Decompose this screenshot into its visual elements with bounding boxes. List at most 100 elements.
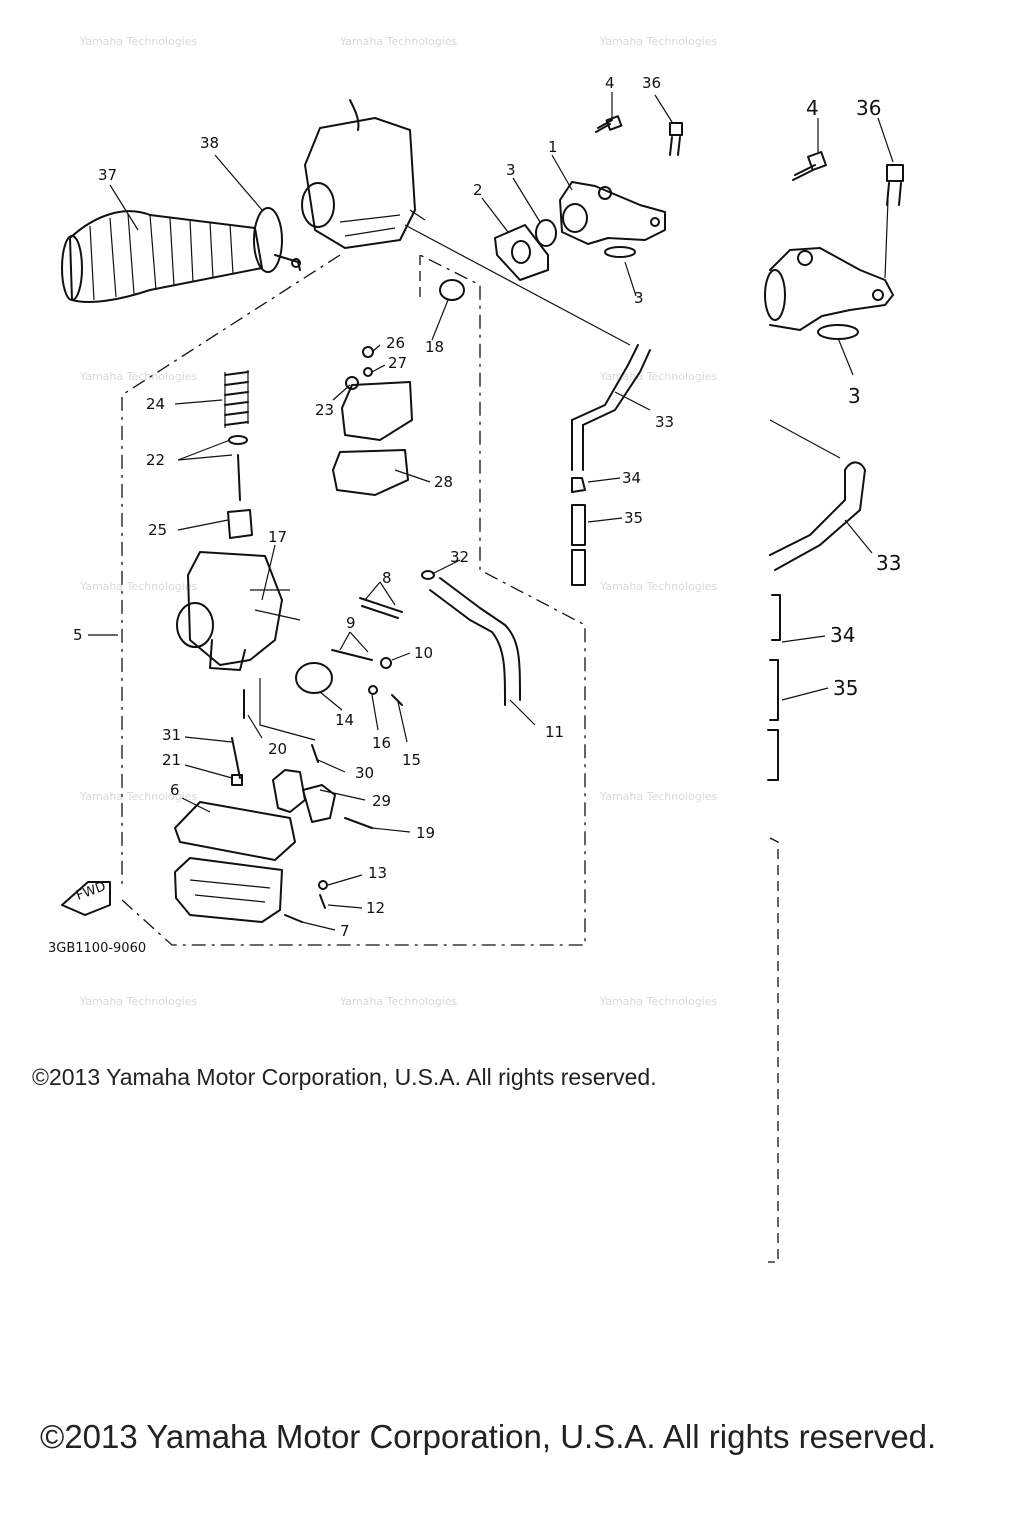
washer	[368, 685, 378, 695]
vent-hose	[439, 577, 521, 701]
intake-hose	[61, 210, 263, 303]
screw	[319, 894, 326, 909]
hose	[571, 549, 586, 586]
leader-line	[409, 209, 426, 221]
float	[272, 769, 336, 823]
watermark: Yamaha Technologies	[599, 370, 718, 383]
screw	[391, 694, 403, 706]
callout: 33	[876, 551, 901, 575]
watermark: Yamaha Technologies	[599, 35, 718, 48]
gasket	[494, 224, 549, 281]
callout: 35	[624, 509, 643, 527]
callout: 27	[388, 354, 407, 372]
callout: 35	[833, 676, 858, 700]
float-needle	[311, 744, 319, 763]
bolt	[595, 115, 623, 133]
callout: 13	[368, 864, 387, 882]
jet-needle	[237, 454, 241, 501]
watermark: Yamaha Technologies	[339, 995, 458, 1008]
watermark-group: Yamaha Technologies Yamaha Technologies …	[79, 35, 718, 1008]
callout: 25	[148, 521, 167, 539]
callout: 3	[848, 384, 861, 408]
fwd-arrow-icon: FWD	[61, 879, 111, 916]
washer	[318, 880, 328, 890]
callout: 7	[340, 922, 350, 940]
o-ring	[604, 246, 636, 258]
needle-jet	[231, 737, 241, 779]
callout: 15	[402, 751, 421, 769]
gasket-ring	[439, 279, 465, 301]
fwd-label: FWD	[74, 879, 108, 903]
callout-labels: 4 36 3 1 2 3 38 37 18 26 27 23 24 22 28 …	[73, 74, 674, 940]
copyright-notice: ©2013 Yamaha Motor Corporation, U.S.A. A…	[32, 1064, 657, 1090]
callout: 28	[434, 473, 453, 491]
callout: 29	[372, 792, 391, 810]
callout: 4	[605, 74, 615, 92]
drain-screw	[284, 914, 303, 923]
pilot-screw	[359, 597, 403, 619]
carburetor-body	[176, 551, 301, 671]
carb-housing	[301, 99, 416, 249]
callout: 3	[506, 161, 516, 179]
callout: 9	[346, 614, 356, 632]
callout: 30	[355, 764, 374, 782]
screw-head	[380, 657, 392, 669]
callout: 22	[146, 451, 165, 469]
spring	[224, 370, 249, 428]
float-bowl	[174, 857, 283, 923]
copyright-notice-large: ©2013 Yamaha Motor Corporation, U.S.A. A…	[40, 1418, 937, 1455]
breather-tube	[571, 419, 584, 471]
callout: 5	[73, 626, 83, 644]
detail-view: 4 36 3 33 34 35	[764, 96, 904, 1263]
callout: 34	[622, 469, 641, 487]
callout: 26	[386, 334, 405, 352]
callout: 23	[315, 401, 334, 419]
callout: 32	[450, 548, 469, 566]
callout: 3	[634, 289, 644, 307]
callout: 10	[414, 644, 433, 662]
callout: 6	[170, 781, 180, 799]
throttle-valve	[227, 509, 253, 539]
assembly-outline	[121, 254, 586, 946]
callout: 12	[366, 899, 385, 917]
callout: 20	[268, 740, 287, 758]
callout: 37	[98, 166, 117, 184]
hose	[571, 504, 586, 546]
breather-tube	[582, 349, 651, 426]
callout: 8	[382, 569, 392, 587]
hose-clamp	[253, 207, 301, 273]
watermark: Yamaha Technologies	[79, 580, 198, 593]
watermark: Yamaha Technologies	[599, 995, 718, 1008]
intake-joint	[559, 181, 666, 245]
breather-tube	[571, 344, 639, 421]
clip	[421, 570, 435, 580]
callout: 2	[473, 181, 483, 199]
washer	[228, 435, 248, 445]
watermark: Yamaha Technologies	[599, 790, 718, 803]
callout: 19	[416, 824, 435, 842]
callout: 36	[856, 96, 881, 120]
watermark: Yamaha Technologies	[79, 370, 198, 383]
part-code: 3GB1100-9060	[48, 941, 146, 956]
callout: 14	[335, 711, 354, 729]
bowl-gasket	[174, 801, 296, 861]
watermark: Yamaha Technologies	[599, 580, 718, 593]
callout: 11	[545, 723, 564, 741]
watermark: Yamaha Technologies	[79, 995, 198, 1008]
leader-line	[404, 224, 631, 346]
vent-hose	[429, 589, 506, 706]
pilot-screw	[331, 649, 373, 661]
o-ring	[535, 219, 557, 247]
callout: 34	[830, 623, 855, 647]
callout: 36	[642, 74, 661, 92]
callout: 21	[162, 751, 181, 769]
callout: 38	[200, 134, 219, 152]
callout: 31	[162, 726, 181, 744]
watermark: Yamaha Technologies	[339, 35, 458, 48]
callout: 4	[806, 96, 819, 120]
callout: 18	[425, 338, 444, 356]
assembly-outline	[121, 254, 341, 885]
pilot-jet	[231, 774, 243, 786]
watermark: Yamaha Technologies	[79, 790, 198, 803]
